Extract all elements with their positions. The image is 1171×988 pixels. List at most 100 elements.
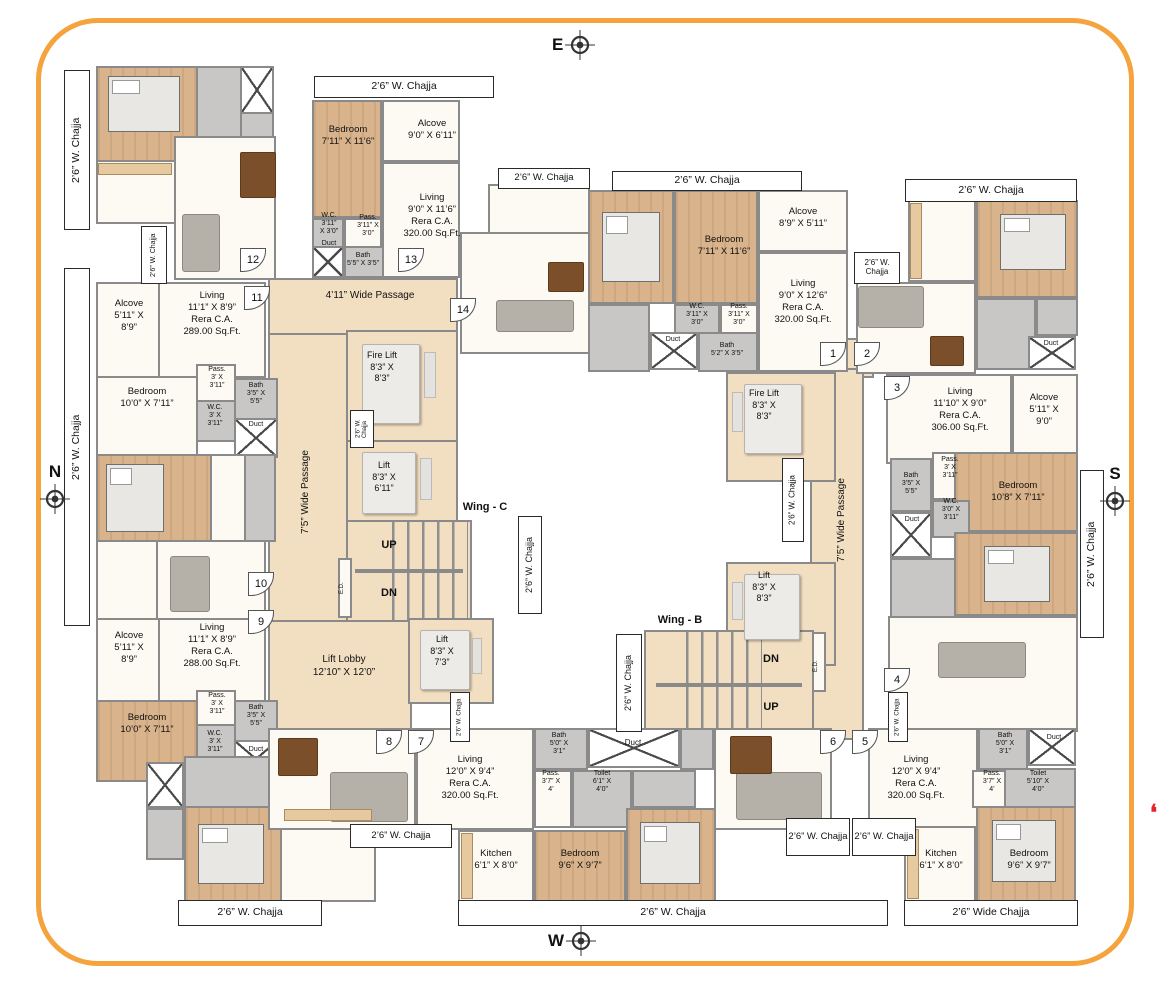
bed: [106, 464, 164, 532]
passage-label: 4’11” Wide Passage: [325, 290, 415, 301]
room-label: Bedroom 7’11” X 11’6”: [697, 234, 751, 258]
stairs-wing-b: [644, 630, 814, 740]
room-label: Bath 5’5” X 3’5”: [347, 252, 379, 268]
kitchen: [96, 540, 158, 620]
compass-east-label: E: [552, 35, 564, 54]
dining-table: [730, 736, 772, 774]
chajja-label: 2’6” W. Chajja: [350, 410, 374, 448]
chajja-label: 2’6” W. Chajja: [450, 692, 470, 742]
lift-car: [420, 630, 470, 690]
lift-car: [362, 344, 420, 424]
chajja-label: 2’6” W. Chajja: [178, 900, 322, 926]
electrical-duct-label: E.D.: [339, 582, 345, 594]
chajja-label: 2’6” W. Chajja: [314, 76, 494, 98]
compass-icon: [565, 30, 596, 60]
bathroom: [196, 66, 242, 138]
room-label: Bath 5’0” X 3’1”: [995, 732, 1015, 756]
bathroom: [234, 700, 278, 742]
passage-top: [268, 278, 458, 335]
electrical-duct-box: [338, 558, 352, 618]
duct-label: Duct: [321, 240, 337, 247]
bathroom: [184, 756, 276, 808]
room-label: Bedroom 10’0” X 7’11”: [120, 386, 174, 410]
room-label: Bath 3’5” X 5’5”: [246, 704, 266, 728]
room-label: W.C. 3’ X 3’11”: [207, 404, 223, 428]
bedroom-floor: [954, 452, 1078, 532]
duct-shaft: [240, 66, 274, 114]
compass-icon: [1100, 486, 1130, 516]
alcove: [758, 190, 848, 252]
lift-car: [362, 452, 416, 514]
room-label: Bath 3’5” X 5’5”: [246, 382, 266, 406]
duct-shaft: [146, 762, 184, 808]
kitchen-counter: [284, 809, 372, 821]
room-label: Bedroom 10’8” X 7’11”: [991, 480, 1045, 504]
electrical-duct-box: [812, 632, 826, 692]
room-label: Living 11’1” X 8’9” Rera C.A. 288.00 Sq.…: [183, 622, 241, 670]
stairs-up-label: UP: [763, 701, 779, 713]
dining-table: [930, 336, 964, 366]
room-label: Pass. 3’7” X 4’: [541, 770, 561, 794]
lift-label: Lift 8’3” X 8’3”: [752, 570, 776, 604]
bed: [640, 822, 700, 884]
toilet: [1004, 768, 1076, 808]
room-label: Living 9’0” X 12’6” Rera C.A. 320.00 Sq.…: [774, 278, 832, 326]
chajja-label: 2’6” W. Chajja: [518, 516, 542, 614]
bathroom: [978, 728, 1028, 770]
chajja-label: 2’6” W. Chajja: [888, 692, 908, 742]
room-label: Alcove 5’11” X 8’9”: [114, 630, 144, 666]
chajja-label: 2’6” W. Chajja: [905, 179, 1077, 202]
room-label: Living 12’0” X 9’4” Rera C.A. 320.00 Sq.…: [887, 754, 945, 802]
room-label: Alcove 5’11” X 9’0”: [1029, 392, 1059, 428]
bathroom: [344, 246, 384, 278]
bed: [1000, 214, 1066, 270]
lift-door-pad: [472, 638, 482, 674]
toilet: [572, 770, 632, 828]
toilet: [1036, 298, 1078, 336]
room-label: W.C. 3’ X 3’11”: [207, 730, 223, 754]
lift-lobby: [268, 620, 412, 740]
room-label: Toilet 5’10” X 4’0”: [1026, 770, 1050, 794]
pillow: [110, 468, 133, 486]
kitchen-counter: [910, 203, 922, 279]
sofa: [938, 642, 1026, 678]
stairs-dn-label: DN: [763, 653, 779, 665]
chajja-label: 2’6” W. Chajja: [350, 824, 452, 848]
bedroom-floor: [674, 190, 758, 304]
fire-lift-label: Fire Lift 8’3” X 8’3”: [366, 350, 397, 384]
chajja-label: 2’6” W. Chajja: [612, 171, 802, 191]
dining-table: [278, 738, 318, 776]
unit-door-3: 3: [884, 376, 910, 400]
bathroom: [534, 728, 588, 770]
electrical-duct-label: E.D.: [813, 660, 819, 672]
room-label: Pass. 3’ X 3’11”: [941, 456, 959, 480]
fire-lift-label: Fire Lift 8’3” X 8’3”: [748, 388, 779, 422]
pillow: [1004, 218, 1030, 233]
living-room: [416, 728, 534, 830]
chajja-label: 2’6” W. Chajja: [852, 818, 916, 856]
bed: [984, 546, 1050, 602]
lift-label: Lift 8’3” X 7’3”: [430, 634, 454, 668]
wing-c-label: Wing - C: [462, 501, 508, 513]
unit-door-14: 14: [450, 298, 476, 322]
lift-door-pad: [732, 392, 743, 432]
duct-shaft: [312, 246, 344, 278]
room-label: Living 11’1” X 8’9” Rera C.A. 289.00 Sq.…: [183, 290, 241, 338]
lift-car: [744, 384, 802, 454]
pillow: [644, 826, 668, 842]
room-label: Bath 5’0” X 3’1”: [549, 732, 569, 756]
chajja-label: 2’6” W. Chajja: [64, 70, 90, 230]
duct-label: Duct: [248, 746, 264, 753]
duct-label: Duct: [248, 421, 264, 428]
bathroom: [632, 770, 696, 808]
room-label: Pass. 3’ X 3’11”: [208, 366, 226, 390]
chajja-label: 2’6” W. Chajja: [498, 168, 590, 189]
dining-table: [240, 152, 276, 198]
room-label: W.C. 3’0” X 3’11”: [941, 498, 961, 522]
duct-label: Duct: [624, 738, 642, 747]
alcove: [96, 282, 160, 378]
duct-shaft: [234, 418, 278, 458]
lift-door-pad: [420, 458, 432, 500]
compass-north: N: [40, 462, 70, 514]
pillow: [112, 80, 140, 95]
